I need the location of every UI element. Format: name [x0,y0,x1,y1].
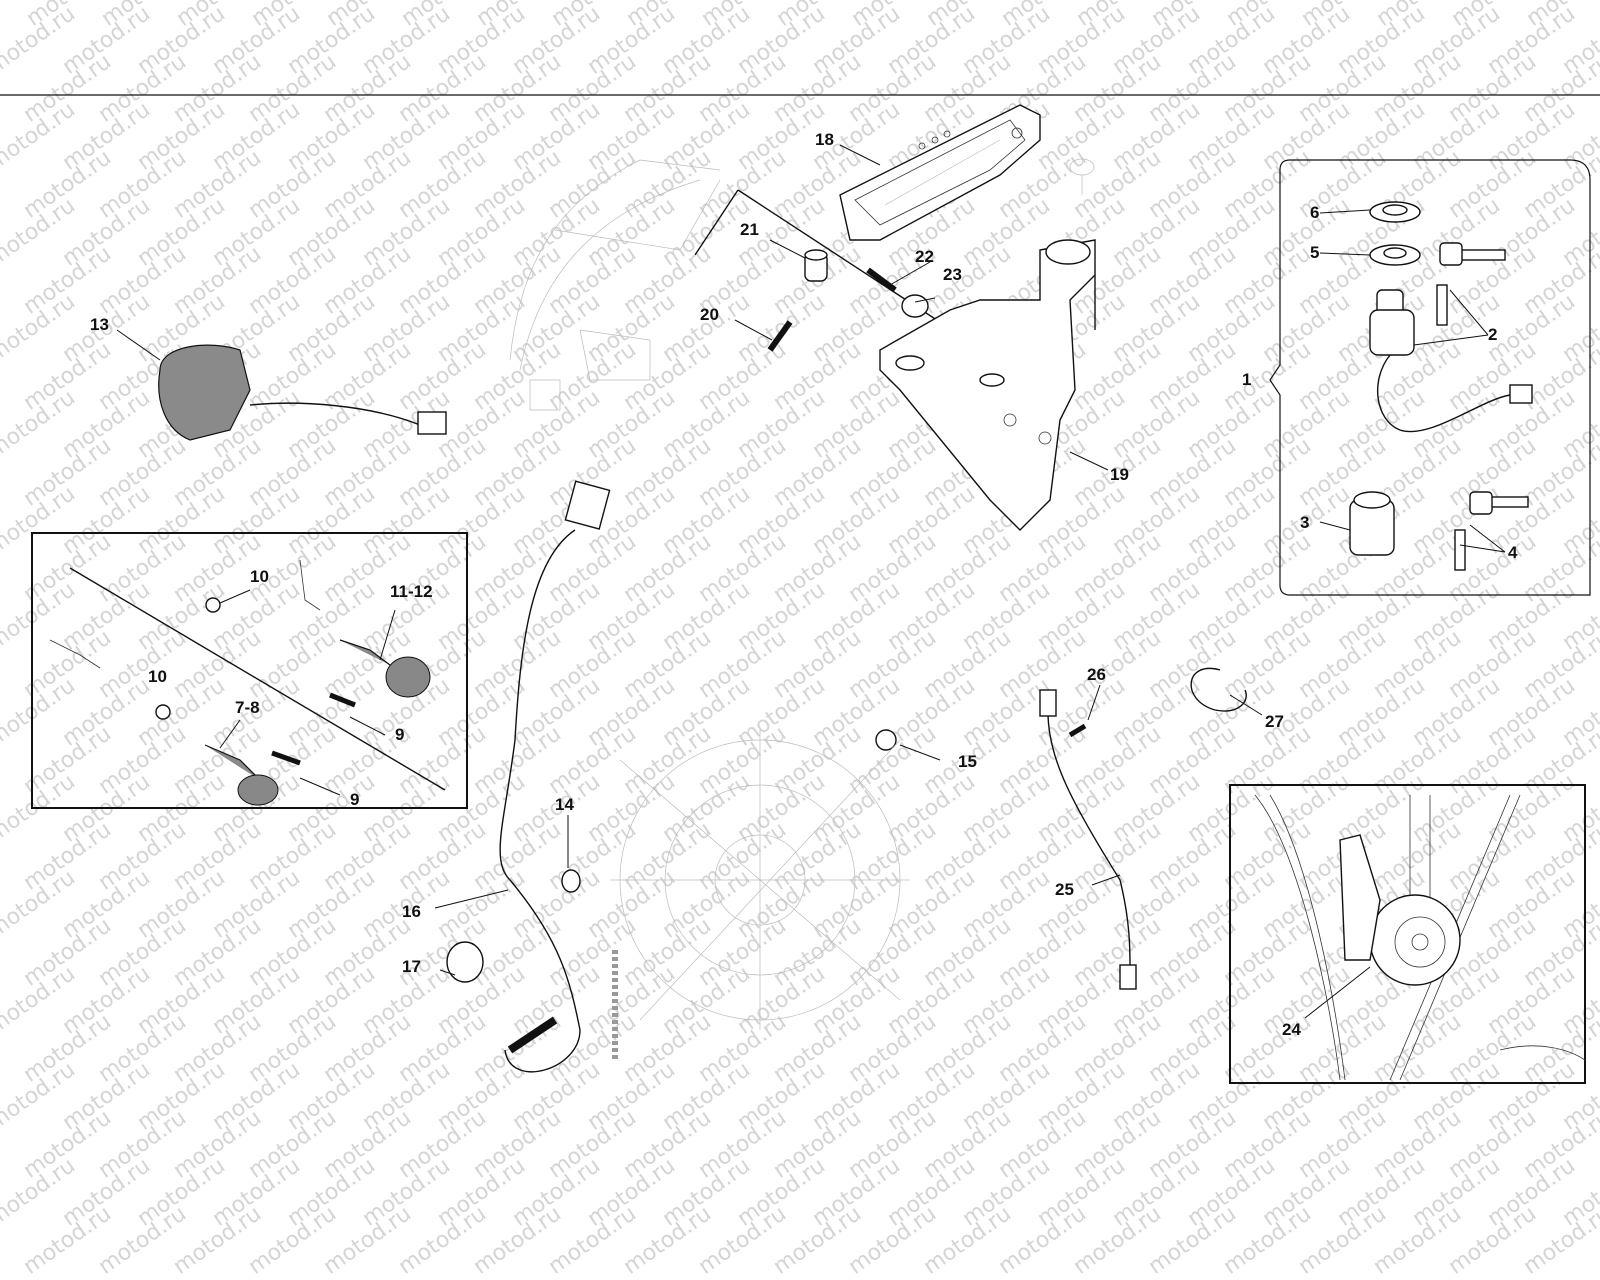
watermark-text: motod.ru [618,1201,716,1280]
callout-17: 17 [402,957,421,976]
callout-4: 4 [1508,543,1518,562]
callout-14: 14 [555,795,574,814]
watermark-text: motod.ru [93,1201,191,1280]
watermark-text: motod.ru [1068,1201,1166,1280]
callout-23: 23 [943,265,962,284]
callout-13: 13 [90,315,109,334]
callout-1: 1 [1242,370,1252,389]
handlebar-switch-part [158,344,447,441]
watermark-text: motod.ru [1368,1201,1466,1280]
callout-3: 3 [1300,513,1310,532]
sensor-cable-part [1039,689,1137,990]
speed-sensor-cable-part [499,480,611,1073]
clip-part [875,729,897,751]
screw-26-part [1068,723,1087,738]
rubber-23-part [901,294,929,318]
instrument-panel-part [839,104,1041,241]
callout-26: 26 [1087,665,1106,684]
horn-inset-frame [1229,784,1586,1084]
callout-10-lower: 10 [148,667,167,686]
watermark-text: motod.ru [993,1201,1091,1280]
grommet-part [561,869,581,893]
callout-11-12: 11-12 [390,582,433,601]
watermark-text: motod.ru [318,1201,416,1280]
callout-27: 27 [1265,712,1284,731]
indicators-inset-frame [31,532,468,809]
watermark-text: motod.ru [393,1201,491,1280]
callout-6: 6 [1310,203,1320,222]
callout-16: 16 [402,902,421,921]
callout-18: 18 [815,130,834,149]
watermark-text: motod.ru [918,1201,1016,1280]
instrument-bracket-part [879,239,1096,531]
callout-20: 20 [700,305,719,324]
callout-21: 21 [740,220,759,239]
screw-22-part [866,267,897,293]
hose-clamp-part [446,941,484,983]
watermark-text: motod.ru [1293,1201,1391,1280]
ignition-parts [1349,201,1533,571]
ignition-set-bracket [1269,159,1591,596]
callout-15: 15 [958,752,977,771]
wheel-disc-faint [610,730,910,1060]
watermark-text: motod.ru [843,1201,941,1280]
watermark-text: motod.ru [1218,1201,1316,1280]
callout-5: 5 [1310,243,1320,262]
watermark-text: motod.ru [1593,1201,1600,1280]
callout-9-upper: 9 [395,725,405,744]
watermark-text: motod.ru [243,1201,341,1280]
diagram-drawing [0,94,1600,1084]
watermark-text: motod.ru [1518,1201,1600,1280]
callout-22: 22 [915,247,934,266]
callout-10-upper: 10 [250,567,269,586]
watermark-text: motod.ru [168,1201,266,1280]
horn-inset-content [1254,794,1586,1081]
watermark-text: motod.ru [1143,1201,1241,1280]
watermark-text: motod.ru [18,1201,116,1280]
rubber-21-part [804,249,828,282]
callout-9-lower: 9 [350,790,360,809]
watermark-text: motod.ru [693,1201,791,1280]
leader-lines [116,144,1506,1019]
watermark-text: motod.ru [468,1201,566,1280]
fender-outline [509,159,721,411]
callout-2: 2 [1488,325,1498,344]
watermark-text: motod.ru [543,1201,641,1280]
callout-19: 19 [1110,465,1129,484]
bolt-top-part [1069,158,1095,195]
screw-20-part [767,320,793,352]
callout-7-8: 7-8 [235,698,260,717]
callout-24: 24 [1282,1020,1301,1039]
cable-tie-part [1190,667,1247,712]
callout-25: 25 [1055,880,1074,899]
indicators-inset-content [49,559,446,806]
watermark-text: motod.ru [768,1201,866,1280]
watermark-text: motod.ru [1443,1201,1541,1280]
